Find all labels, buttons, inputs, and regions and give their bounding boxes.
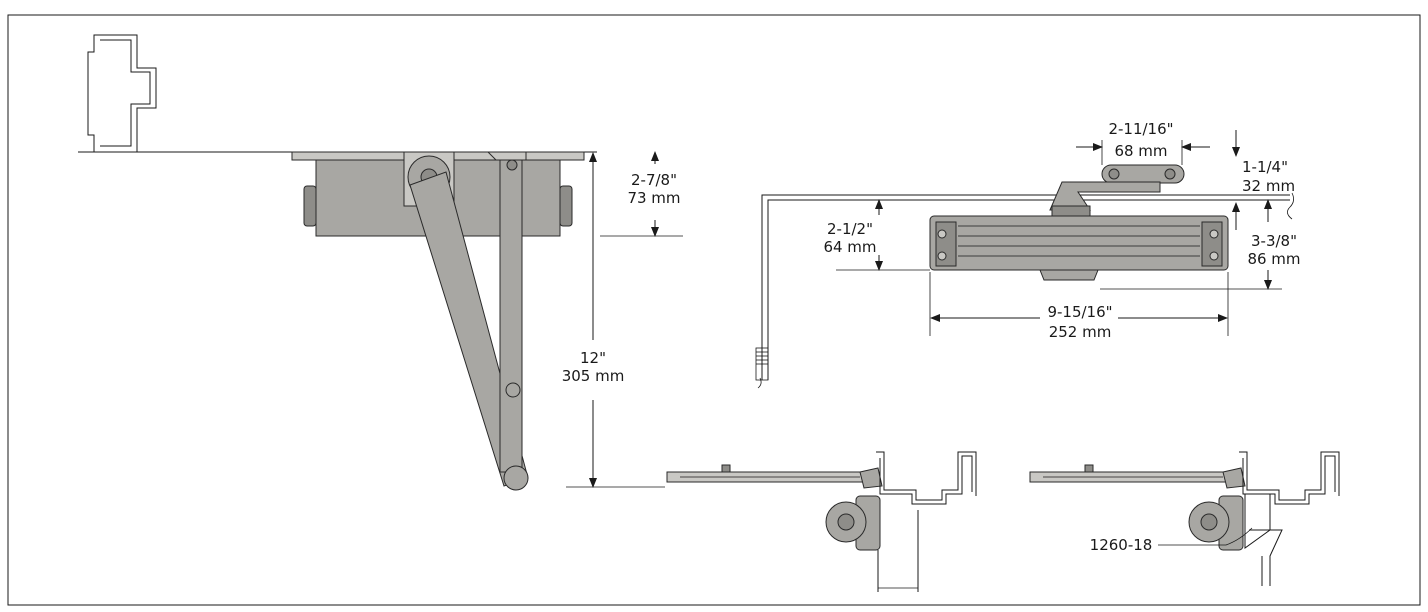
left-view: 2-7/8" 73 mm 12" 305 mm (78, 34, 683, 491)
side-view-1 (666, 451, 977, 592)
arm-hub (1051, 205, 1091, 217)
door-outline-inner (767, 199, 1290, 380)
frame-profile-inner (100, 39, 151, 147)
part-label-1260-18: 1260-18 (1090, 536, 1153, 554)
dim-2-11-16-mm: 68 mm (1114, 142, 1167, 160)
forearm-pivot-top (506, 159, 518, 171)
end-cap-front-left (935, 221, 957, 267)
front-view: 2-11/16" 68 mm 1-1/4" 32 mm 2-1/2" 64 mm… (755, 120, 1301, 389)
dim-1-1-4-in: 1-1/4" (1242, 158, 1288, 176)
bracket-1260-18 (1244, 494, 1271, 549)
pinion-boss (1039, 269, 1099, 281)
dim-2-7-8-in: 2-7/8" (631, 171, 677, 189)
frame-side-1 (879, 455, 973, 505)
dim-1-1-4-mm: 32 mm (1242, 177, 1295, 195)
forearm (499, 159, 523, 473)
door-outline (761, 194, 1290, 380)
dim-2-1-2-mm: 64 mm (823, 238, 876, 256)
arm-end-pivot (503, 465, 529, 491)
end-cap-left (303, 185, 317, 227)
dim-3-3-8-mm: 86 mm (1247, 250, 1300, 268)
dim-12-in: 12" (580, 349, 606, 367)
side-view-2: 1260-18 (1029, 451, 1340, 586)
end-cap-right (559, 185, 573, 227)
drawing-frame (7, 14, 1421, 606)
dim-2-11-16-in: 2-11/16" (1108, 120, 1173, 138)
dim-12-mm: 305 mm (562, 367, 625, 385)
closer-body-front (929, 215, 1229, 271)
break-symbol (1287, 192, 1294, 220)
dim-9-15-16-mm: 252 mm (1049, 323, 1112, 341)
frame-side-2 (1242, 455, 1336, 505)
forearm-pivot (505, 382, 521, 398)
dim-3-3-8-in: 3-3/8" (1251, 232, 1297, 250)
frame-profile (87, 34, 157, 153)
dim-2-7-8-mm: 73 mm (627, 189, 680, 207)
dim-9-15-16-in: 9-15/16" (1047, 303, 1112, 321)
leader-line (1158, 527, 1253, 546)
stop-below (1249, 529, 1283, 586)
dim-2-1-2-in: 2-1/2" (827, 220, 873, 238)
